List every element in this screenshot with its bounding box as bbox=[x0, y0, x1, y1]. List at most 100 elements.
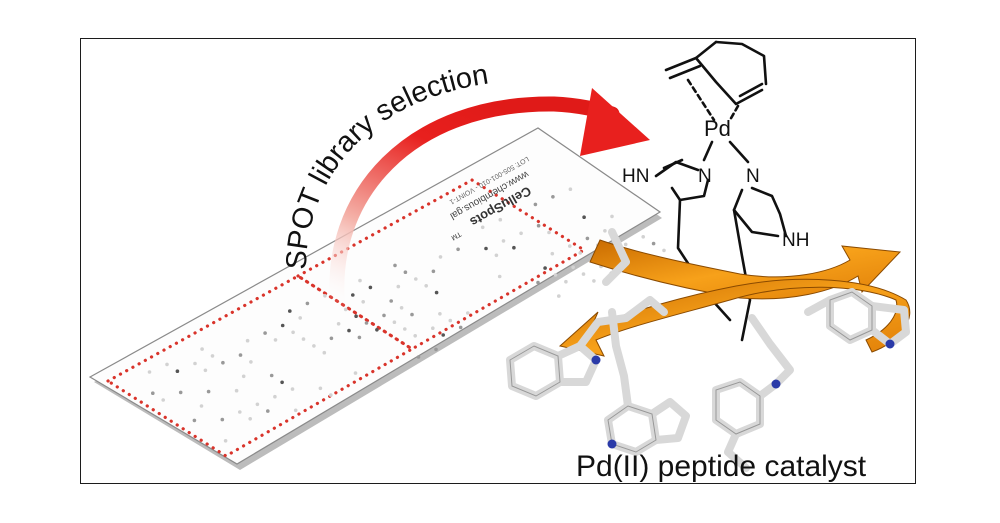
array-spot bbox=[578, 251, 582, 255]
array-spot bbox=[199, 404, 204, 408]
array-spot bbox=[318, 386, 323, 391]
array-spot bbox=[416, 355, 421, 359]
array-spot bbox=[221, 360, 225, 365]
array-spot bbox=[223, 439, 228, 443]
selection-arrow bbox=[329, 88, 650, 316]
array-spot bbox=[301, 337, 306, 341]
arrow-shaft bbox=[329, 96, 620, 316]
array-spot bbox=[220, 417, 225, 422]
array-spot bbox=[290, 387, 295, 391]
array-spot bbox=[414, 277, 418, 281]
array-spot bbox=[551, 195, 555, 199]
celluspots-slide: CelluSpots TM www.chembious.gal LOT: 505… bbox=[88, 127, 666, 470]
figure-frame bbox=[80, 38, 916, 484]
array-spot bbox=[178, 390, 183, 395]
array-spot bbox=[192, 418, 197, 423]
array-spot bbox=[329, 336, 334, 341]
array-spot bbox=[241, 374, 246, 379]
array-spot bbox=[571, 265, 575, 270]
array-spot bbox=[280, 323, 285, 328]
array-spot bbox=[305, 301, 310, 306]
array-spot bbox=[585, 236, 590, 241]
array-spot bbox=[347, 328, 351, 333]
nitrogen-atom bbox=[607, 439, 617, 449]
array-spot bbox=[364, 321, 369, 325]
array-spot bbox=[410, 312, 414, 317]
nitrogen-atom bbox=[885, 339, 895, 349]
array-spot bbox=[249, 360, 253, 364]
array-spot bbox=[361, 300, 366, 304]
array-spot bbox=[403, 327, 407, 331]
array-spot bbox=[161, 398, 165, 402]
array-spot bbox=[438, 255, 443, 259]
array-spot bbox=[396, 284, 401, 289]
array-spot bbox=[358, 278, 362, 283]
slide-face bbox=[88, 127, 662, 465]
array-spot bbox=[441, 333, 446, 337]
array-spot bbox=[266, 409, 270, 413]
backbone-stub bbox=[602, 228, 630, 286]
array-spot bbox=[210, 354, 215, 358]
array-spot bbox=[547, 230, 551, 235]
array-spot bbox=[238, 410, 242, 414]
array-spot bbox=[623, 242, 628, 247]
array-spot bbox=[480, 225, 485, 230]
array-spot bbox=[293, 408, 298, 413]
array-spot bbox=[203, 368, 208, 373]
array-spot bbox=[351, 293, 355, 297]
array-spot bbox=[498, 217, 503, 222]
array-spot bbox=[536, 223, 541, 228]
array-spot bbox=[533, 202, 538, 207]
array-spot bbox=[413, 334, 418, 338]
array-spot bbox=[389, 299, 394, 303]
array-spot bbox=[234, 388, 239, 393]
array-spot bbox=[354, 314, 358, 319]
nitrogen-atoms bbox=[591, 339, 895, 449]
array-spot bbox=[399, 306, 404, 310]
nitrogen-atom bbox=[771, 379, 781, 389]
array-spot bbox=[288, 309, 292, 313]
array-spot bbox=[494, 253, 499, 258]
array-spot bbox=[431, 269, 436, 274]
array-spot bbox=[298, 316, 303, 320]
array-spot bbox=[353, 371, 358, 375]
array-spot bbox=[550, 251, 555, 256]
array-spot bbox=[393, 263, 397, 268]
array-spot bbox=[582, 215, 586, 219]
array-spot bbox=[434, 290, 439, 295]
array-spot bbox=[603, 229, 607, 233]
imidazole-nh-right: NH bbox=[782, 230, 809, 251]
array-spot bbox=[368, 285, 373, 290]
array-spot bbox=[269, 373, 274, 378]
array-spot bbox=[662, 248, 666, 253]
array-spot bbox=[568, 244, 572, 248]
array-spot bbox=[592, 279, 596, 283]
array-spot bbox=[403, 270, 408, 275]
array-spot bbox=[147, 370, 152, 374]
slide-trademark: TM bbox=[450, 230, 462, 241]
spot-pattern bbox=[147, 187, 666, 443]
trp-lower-right bbox=[712, 314, 794, 472]
array-spot bbox=[484, 246, 488, 251]
array-spot bbox=[273, 394, 277, 399]
array-spot bbox=[255, 402, 260, 407]
array-spot bbox=[501, 239, 506, 243]
array-spot bbox=[291, 330, 295, 335]
array-spot bbox=[568, 187, 573, 191]
array-spot bbox=[273, 338, 278, 342]
array-spot bbox=[536, 280, 540, 285]
array-spot bbox=[553, 273, 558, 277]
array-spot bbox=[206, 389, 211, 394]
array-spot bbox=[382, 313, 386, 318]
array-spot bbox=[519, 231, 523, 236]
array-spot bbox=[431, 326, 435, 331]
array-spot bbox=[175, 369, 180, 374]
array-spot bbox=[497, 274, 502, 279]
array-spot bbox=[375, 328, 379, 332]
imidazole-nh-left: HN bbox=[622, 166, 649, 187]
array-spot bbox=[557, 294, 561, 298]
array-spot bbox=[581, 272, 586, 276]
array-spot bbox=[434, 347, 438, 352]
array-spot bbox=[248, 417, 252, 421]
